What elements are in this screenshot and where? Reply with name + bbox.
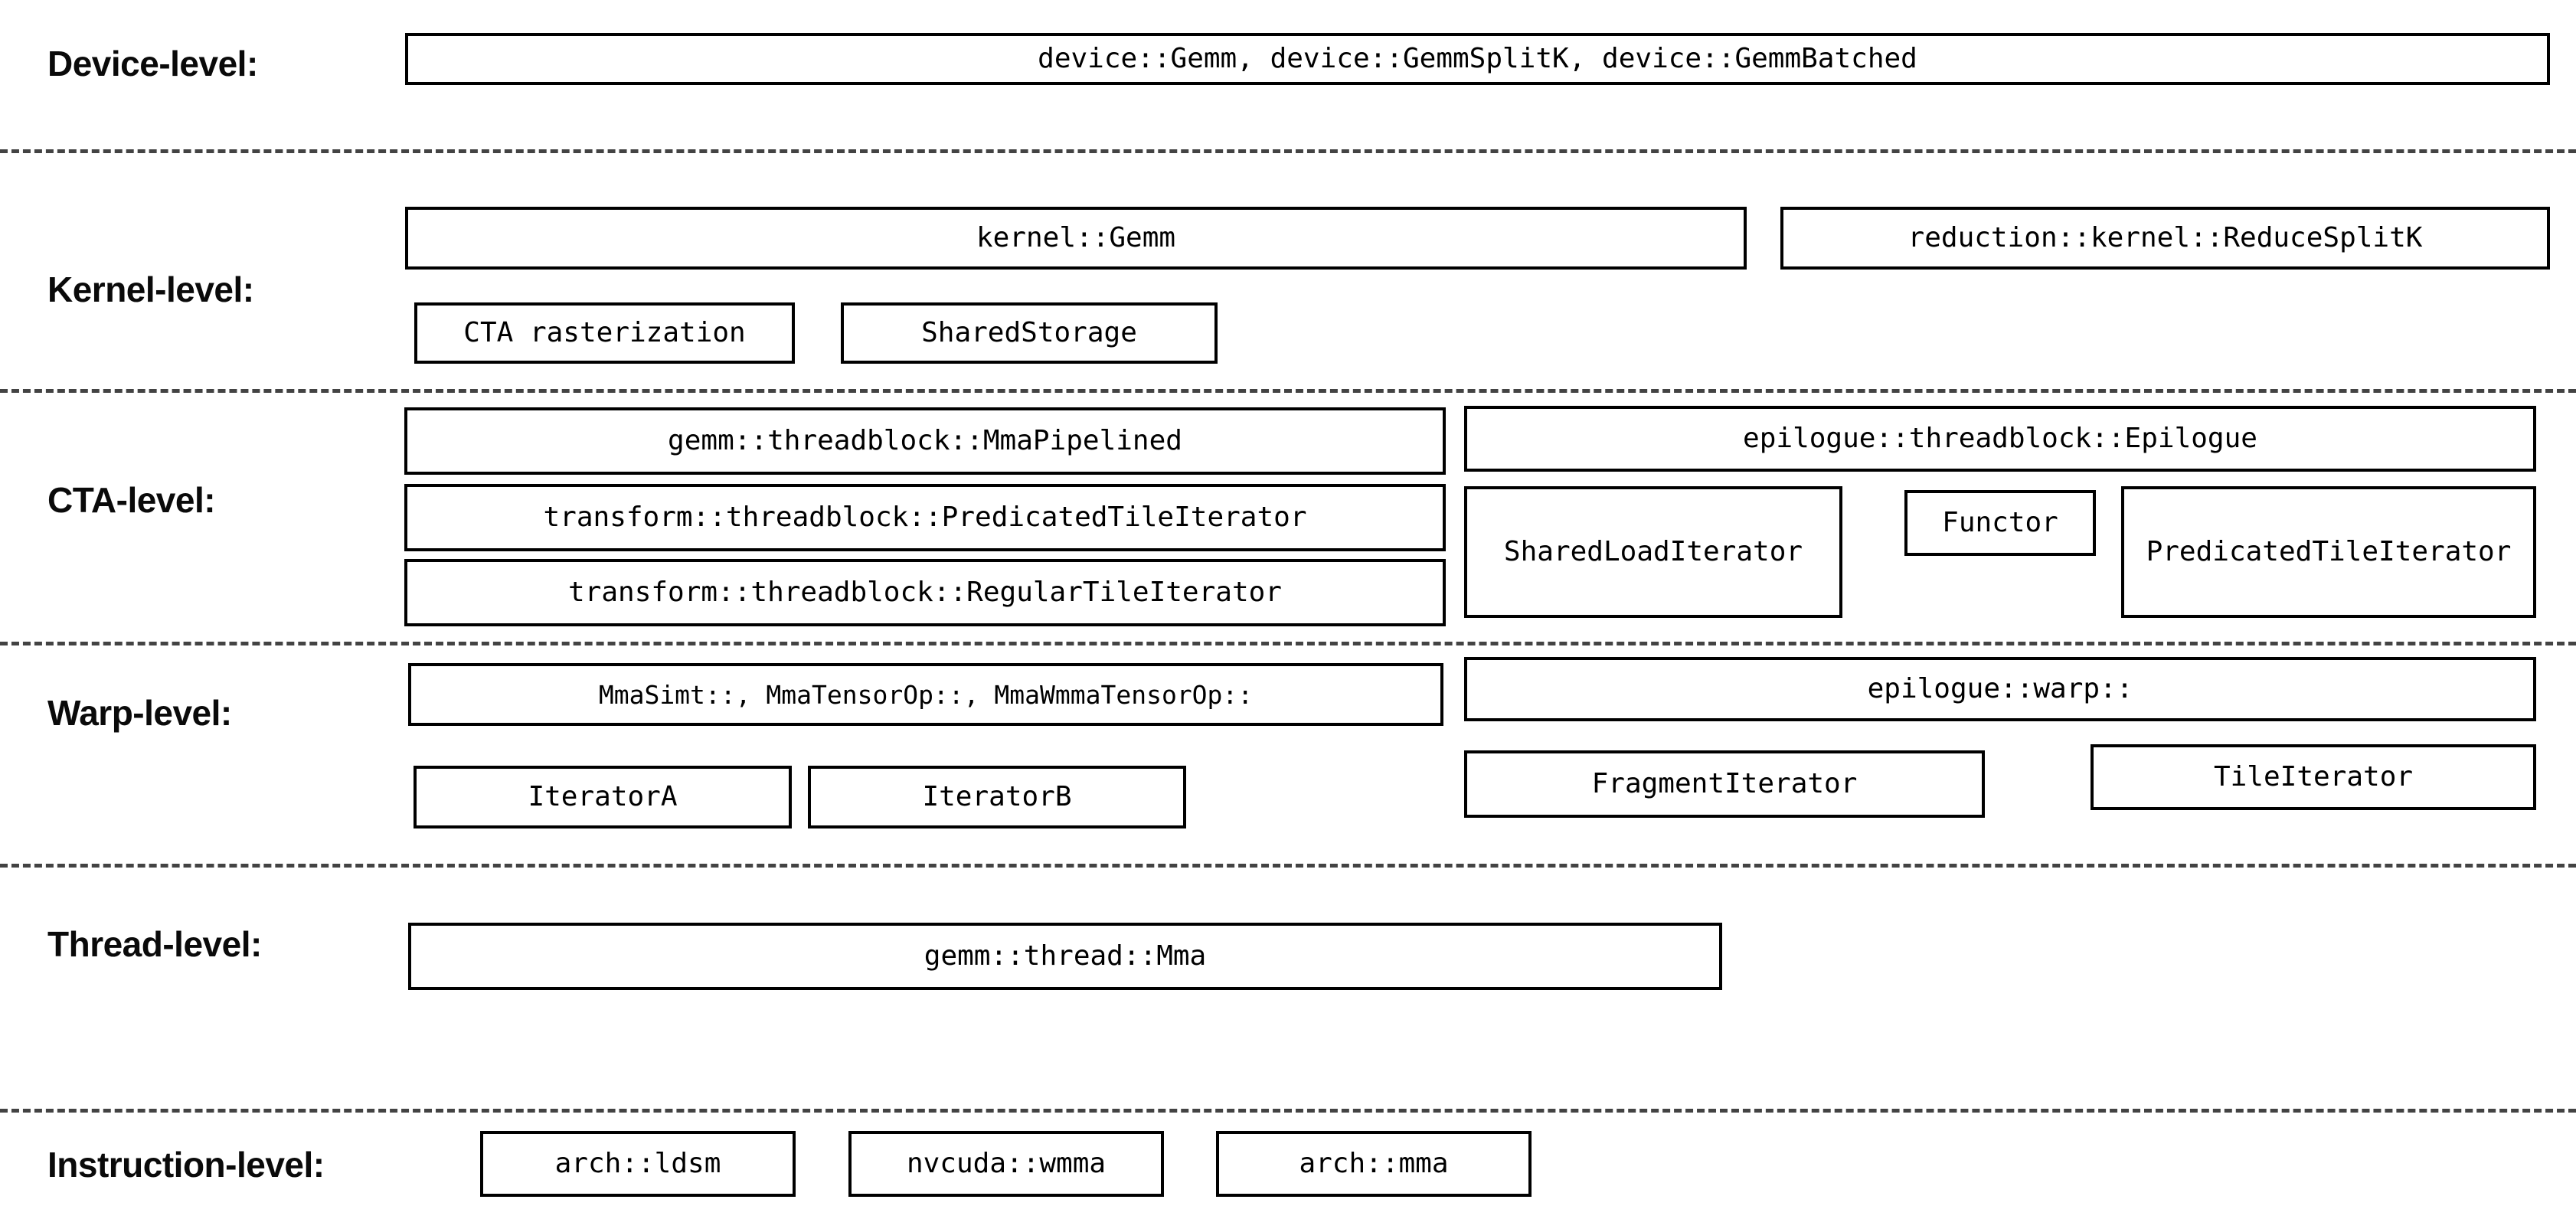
divider-device-kernel	[0, 149, 2576, 153]
nvcuda-wmma-box[interactable]: nvcuda::wmma	[848, 1131, 1164, 1197]
level-label-thread: Thread-level:	[47, 924, 262, 964]
iteratora-box[interactable]: IteratorA	[414, 766, 792, 828]
divider-warp-thread	[0, 864, 2576, 868]
level-label-kernel: Kernel-level:	[47, 270, 254, 309]
sharedloaditerator-box[interactable]: SharedLoadIterator	[1464, 486, 1842, 618]
predicatedtileiterator-box[interactable]: PredicatedTileIterator	[2121, 486, 2536, 618]
reduction-kernel-reducesplitk-box[interactable]: reduction::kernel::ReduceSplitK	[1780, 207, 2550, 270]
gemm-threadblock-mmapipelined-label: gemm::threadblock::MmaPipelined	[668, 425, 1182, 456]
arch-mma-box[interactable]: arch::mma	[1216, 1131, 1532, 1197]
level-label-instruction: Instruction-level:	[47, 1145, 325, 1185]
device-gemm-box[interactable]: device::Gemm, device::GemmSplitK, device…	[405, 33, 2550, 85]
arch-ldsm-label: arch::ldsm	[554, 1148, 721, 1179]
gemm-thread-mma-box[interactable]: gemm::thread::Mma	[408, 923, 1722, 990]
sharedstorage-box[interactable]: SharedStorage	[841, 302, 1218, 364]
divider-kernel-cta	[0, 389, 2576, 393]
sharedloaditerator-label: SharedLoadIterator	[1503, 536, 1803, 567]
gemm-thread-mma-label: gemm::thread::Mma	[924, 940, 1207, 972]
transform-threadblock-regulartileiterator-label: transform::threadblock::RegularTileItera…	[568, 577, 1282, 608]
transform-threadblock-predicatedtileiterator-label: transform::threadblock::PredicatedTileIt…	[543, 502, 1307, 533]
functor-box[interactable]: Functor	[1904, 490, 2096, 556]
device-gemm-label: device::Gemm, device::GemmSplitK, device…	[1038, 43, 1917, 74]
level-label-cta: CTA-level:	[47, 480, 216, 520]
reduction-kernel-reducesplitk-label: reduction::kernel::ReduceSplitK	[1907, 222, 2423, 253]
transform-threadblock-regulartileiterator-box[interactable]: transform::threadblock::RegularTileItera…	[404, 559, 1446, 626]
sharedstorage-label: SharedStorage	[921, 317, 1137, 348]
arch-ldsm-box[interactable]: arch::ldsm	[480, 1131, 796, 1197]
gemm-threadblock-mmapipelined-box[interactable]: gemm::threadblock::MmaPipelined	[404, 407, 1446, 475]
epilogue-warp-label: epilogue::warp::	[1867, 673, 2133, 704]
mma-warp-ops-box[interactable]: MmaSimt::, MmaTensorOp::, MmaWmmaTensorO…	[408, 663, 1443, 726]
divider-cta-warp	[0, 642, 2576, 645]
level-label-warp: Warp-level:	[47, 693, 232, 733]
kernel-gemm-label: kernel::Gemm	[976, 222, 1176, 253]
cta-rasterization-box[interactable]: CTA rasterization	[414, 302, 795, 364]
epilogue-threadblock-epilogue-box[interactable]: epilogue::threadblock::Epilogue	[1464, 406, 2536, 472]
fragmentiterator-box[interactable]: FragmentIterator	[1464, 750, 1985, 818]
iteratorb-box[interactable]: IteratorB	[808, 766, 1186, 828]
transform-threadblock-predicatedtileiterator-box[interactable]: transform::threadblock::PredicatedTileIt…	[404, 484, 1446, 551]
epilogue-warp-box[interactable]: epilogue::warp::	[1464, 657, 2536, 721]
mma-warp-ops-label: MmaSimt::, MmaTensorOp::, MmaWmmaTensorO…	[598, 679, 1254, 710]
divider-thread-instruction	[0, 1109, 2576, 1113]
predicatedtileiterator-label: PredicatedTileIterator	[2146, 536, 2512, 567]
cta-rasterization-label: CTA rasterization	[463, 317, 746, 348]
fragmentiterator-label: FragmentIterator	[1591, 768, 1858, 799]
functor-label: Functor	[1942, 507, 2058, 538]
arch-mma-label: arch::mma	[1299, 1148, 1449, 1179]
kernel-gemm-box[interactable]: kernel::Gemm	[405, 207, 1747, 270]
nvcuda-wmma-label: nvcuda::wmma	[906, 1148, 1107, 1179]
epilogue-threadblock-epilogue-label: epilogue::threadblock::Epilogue	[1743, 423, 2257, 454]
iteratora-label: IteratorA	[528, 781, 678, 812]
iteratorb-label: IteratorB	[922, 781, 1072, 812]
level-label-device: Device-level:	[47, 44, 258, 83]
tileiterator-box[interactable]: TileIterator	[2091, 744, 2536, 810]
tileiterator-label: TileIterator	[2213, 761, 2414, 793]
